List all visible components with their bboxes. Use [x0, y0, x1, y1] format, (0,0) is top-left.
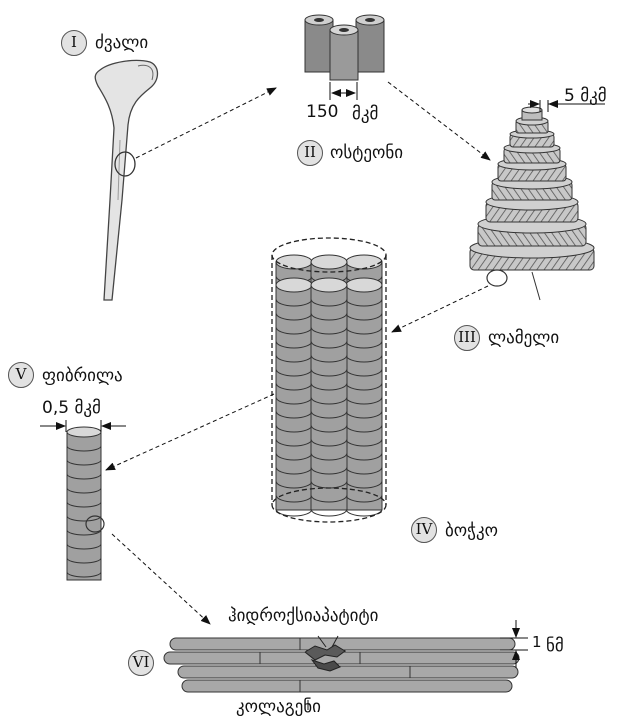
label-bone: ძვალი: [95, 33, 148, 53]
lamella-drawing: [470, 100, 605, 300]
osteon-drawing: [305, 15, 384, 100]
molecule-size-unit: ნმ: [546, 636, 564, 656]
label-collagen: კოლაგენი: [236, 697, 321, 717]
stage-badge-i: I: [61, 30, 87, 56]
label-osteon: ოსტეონი: [330, 143, 403, 163]
label-lamella: ლამელი: [488, 328, 559, 348]
stage-badge-ii: II: [297, 140, 323, 166]
label-hydroxyapatite: ჰიდროქსიაპატიტი: [228, 606, 378, 626]
stage-badge-iv: IV: [411, 517, 437, 543]
fibril-size: 0,5 მკმ: [42, 398, 101, 418]
lamella-size: 5 მკმ: [564, 86, 607, 106]
stage-badge-v: V: [8, 362, 34, 388]
osteon-size-number: 150: [306, 102, 338, 122]
bone-drawing: [95, 60, 157, 300]
label-fibril: ფიბრილა: [42, 366, 123, 386]
stage-badge-vi: VI: [128, 650, 154, 676]
collagen-drawing: [164, 620, 528, 710]
stage-badge-iii: III: [454, 325, 480, 351]
osteon-size-unit: მკმ: [352, 104, 378, 124]
fiber-bundle-drawing: [272, 238, 386, 522]
fibril-drawing: [67, 427, 101, 580]
label-fiber: ბოჭკო: [445, 521, 498, 541]
molecule-size-number: 1: [532, 632, 542, 652]
